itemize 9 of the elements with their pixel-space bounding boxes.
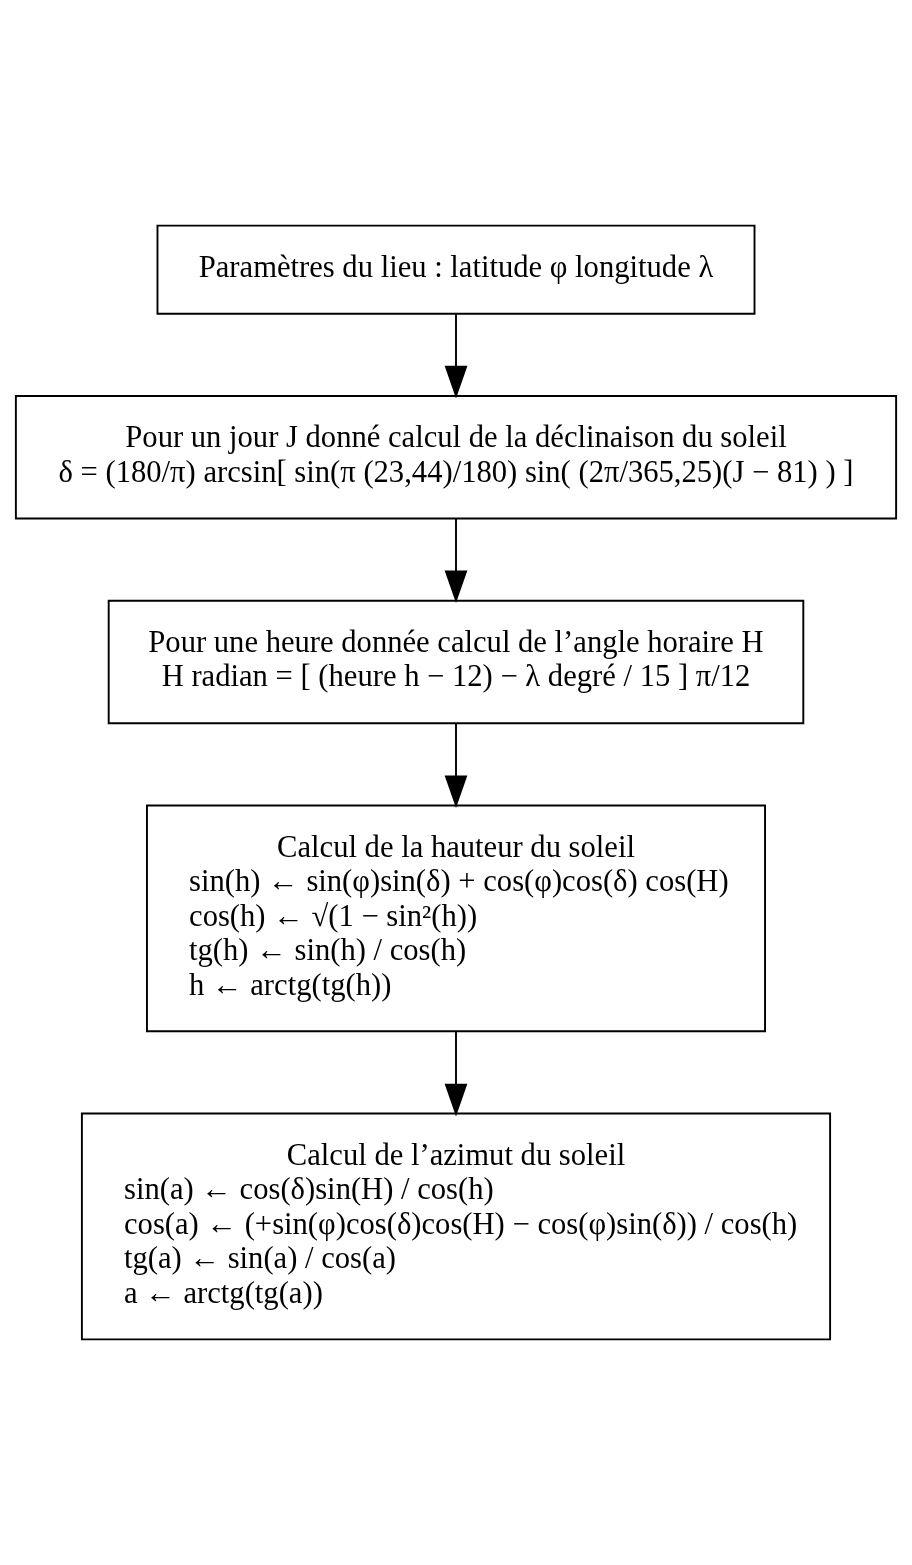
arrow xyxy=(444,722,468,808)
node-box: Pour une heure donnée calcul de l’angle horaire H H radian = [ (heure h − 12) − λ degré / 15 ] π/12 xyxy=(107,599,805,725)
node-box: Calcul de la hauteur du soleil sin(h) ← sin(φ)sin(δ) + cos(φ)cos(δ) cos(H) cos(h) ← √(1 − sin²(h)) tg(h) ← sin(h) / cos(h) h ← arctg(tg(h)) xyxy=(146,804,766,1033)
node-box: Paramètres du lieu : latitude φ longitude λ xyxy=(156,224,756,315)
arrow xyxy=(444,313,468,399)
node-box: Calcul de l’azimut du soleil sin(a) ← cos(δ)sin(H) / cos(h) cos(a) ← (+sin(φ)cos(δ)cos(H) − cos(φ)sin(δ)) / cos(h) tg(a) ← sin(a) / cos(a) a ← arctg(tg(a)) xyxy=(80,1112,832,1341)
node-box: Pour un jour J donné calcul de la déclinaison du soleil δ = (180/π) arcsin[ sin(π (23,44)/180) sin( (2π/365,25)(J − 81) ) ] xyxy=(14,395,898,520)
arrow xyxy=(444,517,468,604)
arrow xyxy=(444,1030,468,1117)
